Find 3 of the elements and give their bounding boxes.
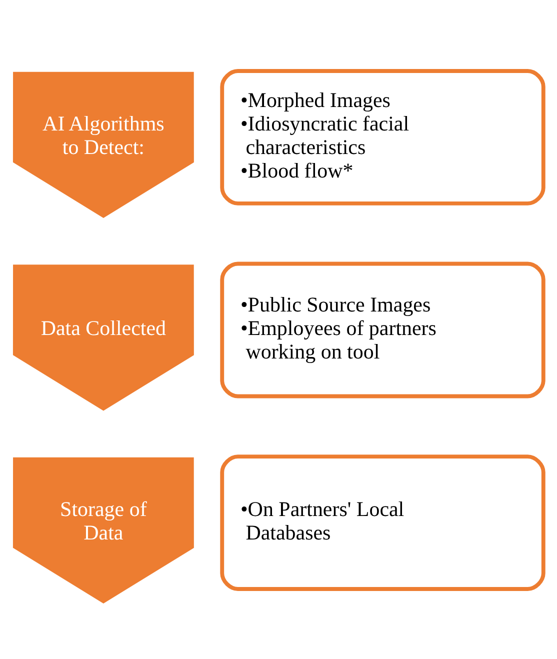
- node-box: •Public Source Images •Employees of partners working on tool: [220, 261, 546, 398]
- node-box: •Morphed Images •Idiosyncratic facial characteristics •Blood flow*: [220, 68, 546, 205]
- node-box: •On Partners' Local Databases: [220, 454, 546, 590]
